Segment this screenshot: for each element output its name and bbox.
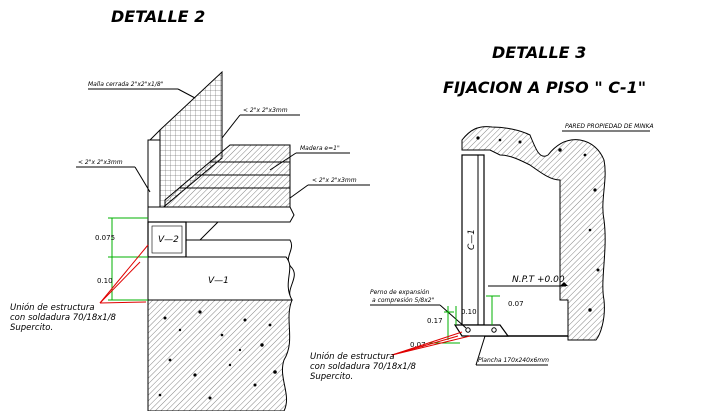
beam-v2-label: V—2 [158,235,179,245]
wall-section [461,126,606,341]
plate-label: Plancha 170x240x6mm [478,357,549,364]
weld-note-line-2: con soldadura 70/18x1/8 [310,362,417,372]
leader [134,166,151,193]
angle-left-label: < 2"x 2"x3mm [78,159,123,166]
angle-right-label: < 2"x 2"x3mm [312,177,357,184]
beam-v1-label: V—1 [208,276,229,286]
column-label: C—1 [467,229,477,250]
detail-3-title: DETALLE 3 [492,43,586,62]
dim-010: 0.10 [97,277,113,285]
weld-note-line-3: Supercito. [310,372,353,382]
dim-0075: 0.075 [95,234,115,242]
leader [475,335,486,366]
wood-label: Madera e=1" [300,145,340,152]
mesh-label: Malla cerrada 2"x2"x1/8" [88,81,164,88]
red-leader [99,261,141,304]
detail-3: DETALLE 3 FIJACION A PISO " C-1" PARED P… [310,43,654,382]
dim-010: 0.10 [461,308,477,316]
wall-speckle [476,136,600,312]
vertical-post [147,139,161,219]
floor-slab [147,206,295,223]
detail-2-title: DETALLE 2 [111,7,205,26]
base-plate [453,324,510,337]
angle-top-label: < 2"x 2"x3mm [243,107,288,114]
dim-007-right: 0.07 [508,300,524,308]
weld-note-line-1: Unión de estructura [10,302,95,313]
beam-v2-inner [151,225,183,254]
leader [289,184,309,199]
leader [439,304,467,329]
weld-note-line-1: Unión de estructura [310,351,395,362]
concrete-foundation [147,299,293,411]
break-line [186,239,295,301]
leader [221,114,241,139]
angle-lower [185,221,220,241]
detail-3-subtitle: FIJACION A PISO " C-1" [443,78,646,97]
bolt-right [491,327,497,333]
npt-label: N.P.T +0.00 [512,275,565,285]
mesh-edge [149,129,161,141]
weld-note-line-3: Supercito. [10,323,53,333]
bolt-label-line-1: Perno de expansión [370,289,430,296]
bolt-label-line-2: a compresión 5/8x2" [372,297,435,304]
wood-deck [164,144,291,208]
bolt-left [465,327,471,333]
dim-007-left: 0.07 [410,341,426,349]
detail-2: DETALLE 2 V—2 V—1 [10,7,370,411]
leader [177,88,196,99]
red-leader [99,301,147,304]
red-leader [99,244,149,304]
npt-marker [560,282,568,286]
red-leader [391,335,471,356]
leader [269,152,297,171]
concrete-speckle [158,310,277,400]
wall-label: PARED PROPIEDAD DE MINKA [565,123,654,130]
red-leader [391,331,463,356]
weld-note-line-2: con soldadura 70/18x1/8 [10,313,117,323]
dim-017: 0.17 [427,317,443,325]
